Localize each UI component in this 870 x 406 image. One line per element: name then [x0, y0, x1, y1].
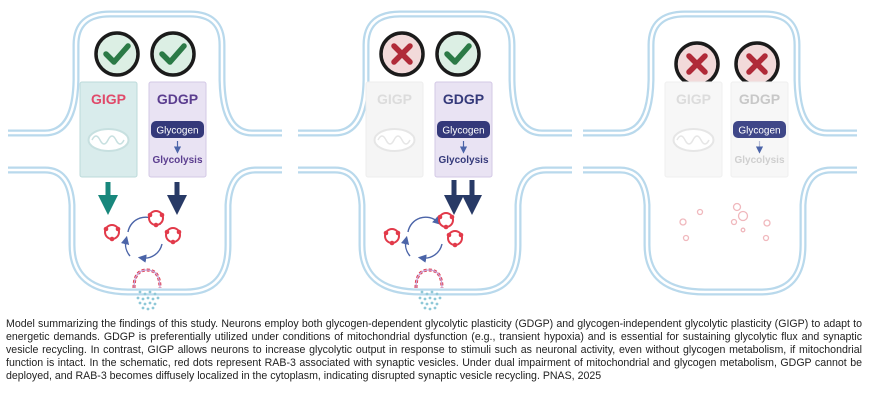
figure-caption: Model summarizing the findings of this s…: [6, 318, 862, 382]
gdgp-label: GDGP: [739, 91, 780, 107]
cross-badge-gigp: [674, 41, 720, 87]
vesicle-fusion-site: [132, 268, 162, 289]
check-badge-gigp: [94, 31, 140, 77]
gigp-label: GIGP: [676, 91, 711, 107]
rab3-vesicle: [103, 224, 121, 242]
mitochondrion-icon: [672, 128, 715, 152]
vesicle-recycling-cycle: [400, 216, 443, 263]
glycogen-label: Glycogen: [156, 126, 198, 137]
rab3-vesicle: [383, 228, 401, 246]
rab3-vesicle: [437, 212, 455, 230]
panel-1: GIGP GDGP Glycogen Glycolysis: [8, 10, 282, 311]
cross-badge-gigp: [379, 31, 425, 77]
model-schematic: GIGP GDGP Glycogen Glycolysis: [8, 10, 857, 311]
neurotransmitter-release: [418, 290, 442, 311]
glycolysis-label: Glycolysis: [152, 155, 202, 166]
lower-membrane-inner: [583, 168, 857, 294]
gigp-label: GIGP: [377, 91, 412, 107]
glycogen-pill: [437, 121, 490, 138]
check-badge-gdgp: [150, 31, 196, 77]
glycolysis-label: Glycolysis: [438, 155, 488, 166]
lower-membrane-inner: [8, 168, 282, 294]
neurotransmitter-release: [136, 290, 160, 311]
cross-badge-gdgp: [734, 41, 780, 87]
lower-membrane-inner: [298, 168, 572, 294]
check-badge-gdgp: [435, 31, 481, 77]
gdgp-label: GDGP: [443, 91, 484, 107]
gdgp-label: GDGP: [157, 91, 198, 107]
lower-membrane: [583, 166, 857, 296]
panel-3: GIGP GDGP Glycogen Glycolysis: [583, 10, 857, 296]
mitochondrion-icon: [87, 128, 130, 152]
glycogen-pill: [151, 121, 204, 138]
vesicle-fusion-site: [414, 268, 444, 289]
rab3-vesicle: [446, 230, 464, 248]
glycolysis-label: Glycolysis: [734, 155, 784, 166]
glycogen-label: Glycogen: [738, 126, 780, 137]
diffuse-rab3: [679, 202, 771, 242]
rab3-vesicle: [147, 210, 165, 228]
upper-membrane-inner: [298, 12, 572, 135]
upper-membrane: [8, 10, 282, 137]
panel-2: GIGP GDGP Glycogen Glycolysis: [298, 10, 572, 311]
glycogen-label: Glycogen: [442, 126, 484, 137]
gigp-label: GIGP: [91, 91, 126, 107]
glycogen-pill: [733, 121, 786, 138]
rab3-vesicle: [164, 227, 182, 245]
mitochondrion-icon: [373, 128, 416, 152]
upper-membrane-inner: [8, 12, 282, 135]
upper-membrane-inner: [583, 12, 857, 135]
